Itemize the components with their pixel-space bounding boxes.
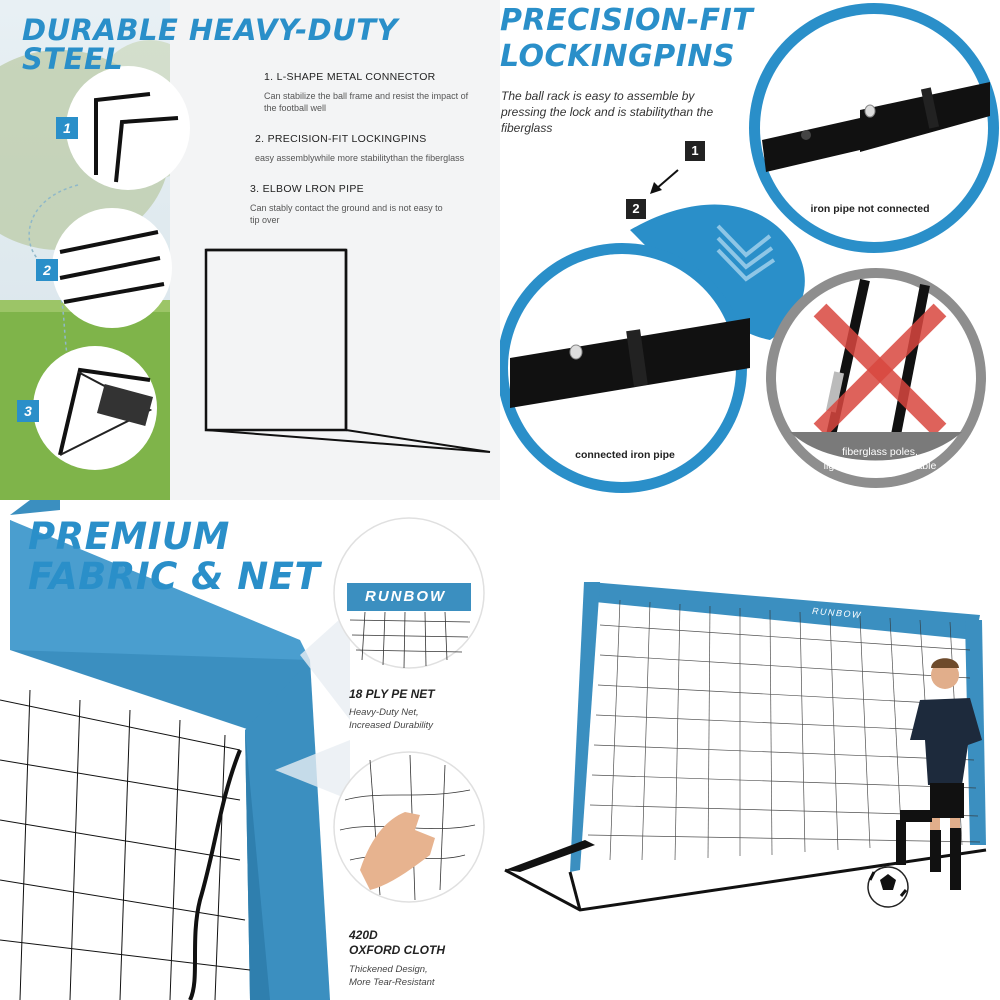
l-connector-circle	[66, 66, 190, 190]
fabric-title-line2: FABRIC & NET	[28, 555, 321, 598]
step-title-1: 1. L-SHAPE METAL CONNECTOR	[264, 71, 436, 83]
step-title-3: 3. ELBOW LRON PIPE	[250, 183, 364, 195]
cloth-feature-title-1: 420D	[349, 928, 378, 942]
pins-illustration	[500, 3, 999, 493]
cloth-feature-title-2: OXFORD CLOTH	[349, 943, 445, 957]
fabric-illustration	[0, 500, 485, 1000]
net-feature-desc-2: Increased Durability	[349, 720, 433, 731]
fabric-title-line1: PREMIUM	[28, 515, 230, 558]
pins-step-2: 2	[626, 199, 646, 219]
fiberglass-label-line1: fiberglass poles,	[842, 446, 918, 458]
brand-label-detail: RUNBOW	[365, 588, 447, 605]
not-connected-label: iron pipe not connected	[810, 203, 930, 215]
step-badge-2: 2	[36, 259, 58, 281]
connected-label: connected iron pipe	[575, 449, 675, 461]
step-badge-1: 1	[56, 117, 78, 139]
goal-panel: RUNBOW	[500, 500, 1000, 1000]
step-desc-3: Can stably contact the ground and is not…	[250, 203, 443, 226]
cloth-feature-desc-2: More Tear-Resistant	[349, 977, 435, 988]
step-badge-3: 3	[17, 400, 39, 422]
pins-title-line1: PRECISION-FIT	[500, 3, 754, 38]
goal-illustration	[504, 582, 987, 912]
step-title-2: 2. PRECISION-FIT LOCKINGPINS	[255, 133, 427, 145]
pins-title-line2: LOCKINGPINS	[500, 39, 736, 74]
steel-title: DURABLE HEAVY-DUTY STEEL	[22, 13, 399, 76]
net-feature-desc-1: Heavy-Duty Net,	[349, 707, 419, 718]
steel-panel: DURABLE HEAVY-DUTY STEEL 1 2 3 1. L-SHAP…	[0, 0, 500, 500]
fabric-panel: PREMIUM FABRIC & NET RUNBOW 18 PLY PE NE…	[0, 500, 500, 1000]
cloth-feature-desc-1: Thickened Design,	[349, 964, 428, 975]
fiberglass-label-line2: lightweight and unstable	[823, 460, 937, 472]
steel-illustration	[0, 0, 500, 500]
step-desc-1: Can stabilize the ball frame and resist …	[264, 91, 469, 114]
pins-description: The ball rack is easy to assemble by pre…	[501, 89, 714, 136]
step-desc-2: easy assemblywhile more stabilitythan th…	[255, 153, 465, 163]
pins-panel: PRECISION-FIT LOCKINGPINS The ball rack …	[500, 0, 1000, 500]
pins-step-1: 1	[685, 141, 705, 161]
net-feature-title: 18 PLY PE NET	[349, 687, 435, 701]
